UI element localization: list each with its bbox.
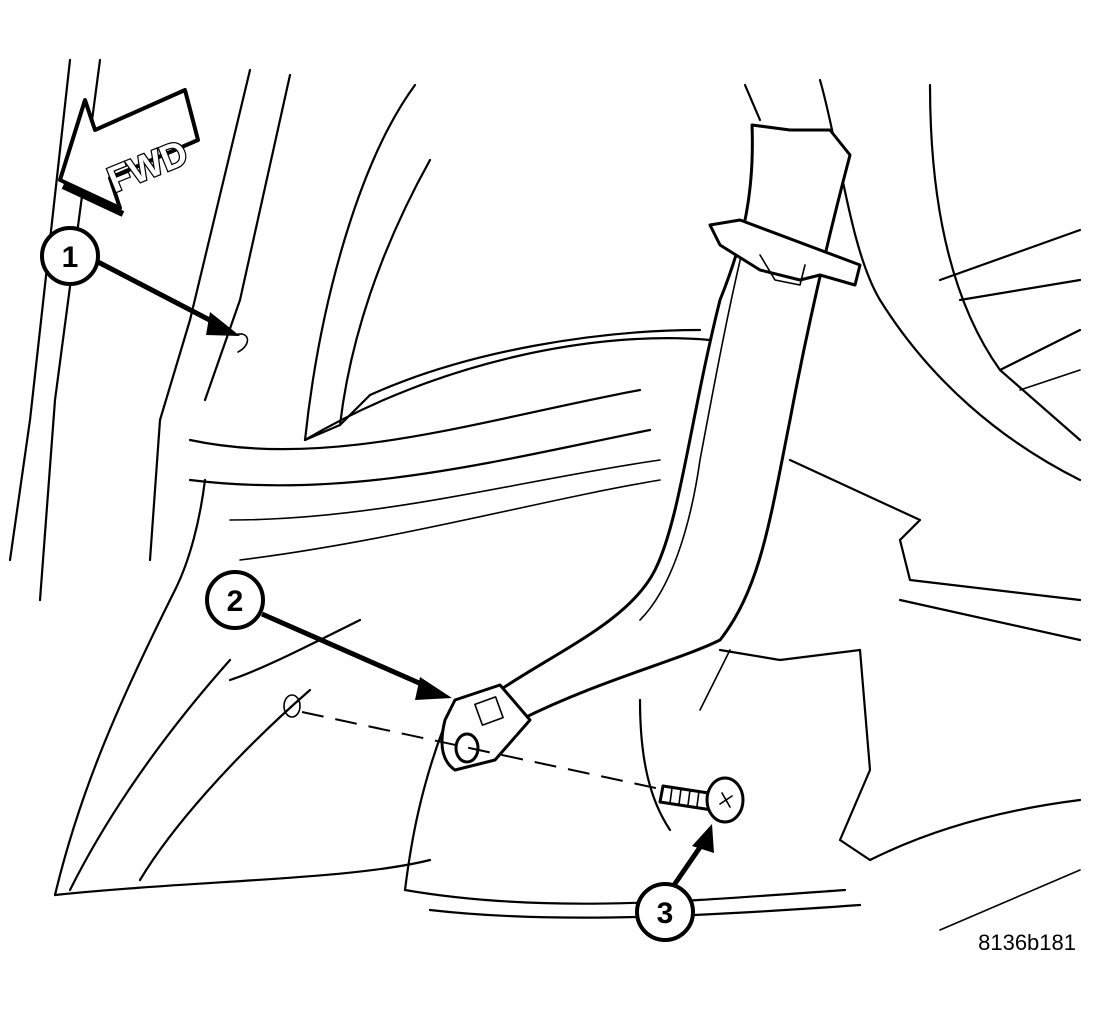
callout-3: 3	[635, 824, 714, 942]
callout-1: 1	[40, 226, 249, 353]
forward-direction-arrow: FWD	[58, 88, 200, 217]
figure-code: 8136b181	[978, 930, 1076, 955]
mounting-hole	[283, 694, 301, 718]
anchor-bolt	[658, 776, 745, 824]
anchor-bracket	[440, 683, 532, 772]
alignment-line	[301, 711, 666, 791]
seat-belt-webbing	[498, 123, 862, 722]
callout-2: 2	[205, 570, 452, 700]
callout-3-number: 3	[657, 897, 674, 930]
callout-2-number: 2	[227, 585, 244, 618]
callout-1-number: 1	[62, 241, 79, 274]
vehicle-body-outline	[8, 58, 1082, 931]
